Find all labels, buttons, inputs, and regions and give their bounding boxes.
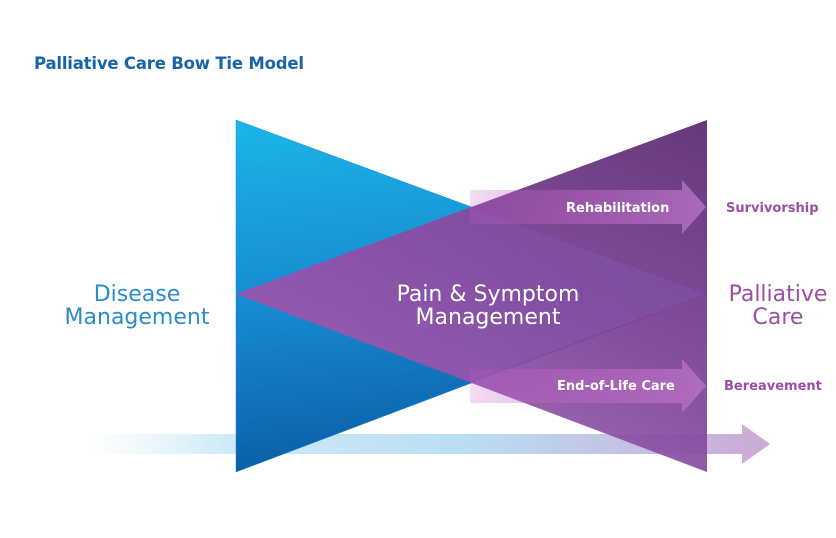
rehabilitation-arrow [470, 180, 706, 234]
pain-symptom-line2: Management [415, 305, 561, 331]
disease-management-line1: Disease [93, 282, 181, 307]
rehabilitation-label: Rehabilitation [566, 201, 670, 216]
palliative-care-line2: Care [752, 305, 804, 331]
end-of-life-care-label: End-of-Life Care [557, 379, 675, 394]
disease-management-line2: Management [64, 305, 210, 331]
palliative-care-label: Palliative Care [716, 283, 836, 329]
diagram-title: Palliative Care Bow Tie Model [34, 54, 304, 73]
palliative-care-line1: Palliative [728, 282, 828, 307]
pain-symptom-label: Pain & Symptom Management [370, 283, 606, 329]
end-of-life-arrow [470, 359, 706, 413]
disease-management-label: Disease Management [30, 283, 244, 329]
bereavement-label: Bereavement [724, 379, 822, 394]
survivorship-label: Survivorship [726, 201, 819, 216]
pain-symptom-line1: Pain & Symptom [396, 282, 580, 307]
pain-symptom-overlap [236, 207, 707, 381]
